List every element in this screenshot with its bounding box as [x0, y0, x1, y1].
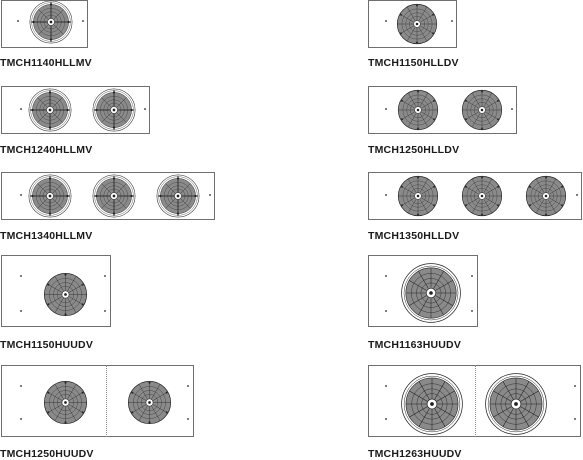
- mount-dot: [385, 275, 387, 277]
- fan-icon: [43, 380, 88, 425]
- unit-label: TMCH1250HLLDV: [368, 144, 460, 156]
- fan-icon: [28, 174, 72, 218]
- mount-dot: [20, 275, 22, 277]
- mount-dot: [187, 418, 189, 420]
- mount-dot: [144, 108, 146, 110]
- center-divider: [475, 365, 476, 437]
- mount-dot: [511, 108, 513, 110]
- mount-dot: [385, 108, 387, 110]
- mount-dot: [574, 385, 576, 387]
- mount-dot: [20, 194, 22, 196]
- unit-label: TMCH1150HLLDV: [368, 57, 459, 69]
- mount-dot: [385, 385, 387, 387]
- fan-icon: [29, 0, 73, 44]
- fan-icon: [396, 3, 438, 45]
- mount-dot: [576, 194, 578, 196]
- fan-icon: [525, 175, 567, 217]
- mount-dot: [20, 418, 22, 420]
- mount-dot: [385, 310, 387, 312]
- unit-label: TMCH1240HLLMV: [0, 144, 93, 156]
- fan-icon: [397, 175, 439, 217]
- unit-label: TMCH1340HLLMV: [0, 230, 93, 242]
- mount-dot: [20, 310, 22, 312]
- mount-dot: [574, 418, 576, 420]
- fan-icon: [401, 373, 463, 435]
- unit-label: TMCH1250HUUDV: [0, 448, 94, 460]
- mount-dot: [20, 385, 22, 387]
- fan-icon: [461, 175, 503, 217]
- mount-dot: [451, 20, 453, 22]
- mount-dot: [104, 310, 106, 312]
- fan-icon: [127, 380, 172, 425]
- unit-label: TMCH1163HUUDV: [368, 339, 462, 351]
- fan-icon: [156, 174, 200, 218]
- mount-dot: [187, 385, 189, 387]
- unit-label: TMCH1140HLLMV: [0, 57, 92, 69]
- fan-icon: [485, 373, 547, 435]
- fan-icon: [401, 263, 461, 323]
- mount-dot: [385, 418, 387, 420]
- mount-dot: [209, 194, 211, 196]
- mount-dot: [471, 275, 473, 277]
- mount-dot: [385, 20, 387, 22]
- mount-dot: [385, 194, 387, 196]
- fan-icon: [461, 89, 503, 131]
- unit-frame: [368, 365, 581, 437]
- center-divider: [106, 365, 107, 437]
- fan-icon: [92, 174, 136, 218]
- fan-icon: [28, 88, 72, 132]
- mount-dot: [82, 20, 84, 22]
- unit-label: TMCH1150HUUDV: [0, 339, 94, 351]
- mount-dot: [471, 310, 473, 312]
- fan-icon: [92, 88, 136, 132]
- unit-label: TMCH1263HUUDV: [368, 448, 462, 460]
- mount-dot: [104, 275, 106, 277]
- unit-label: TMCH1350HLLDV: [368, 230, 460, 242]
- mount-dot: [20, 108, 22, 110]
- fan-icon: [397, 89, 439, 131]
- fan-icon: [43, 272, 88, 317]
- mount-dot: [17, 20, 19, 22]
